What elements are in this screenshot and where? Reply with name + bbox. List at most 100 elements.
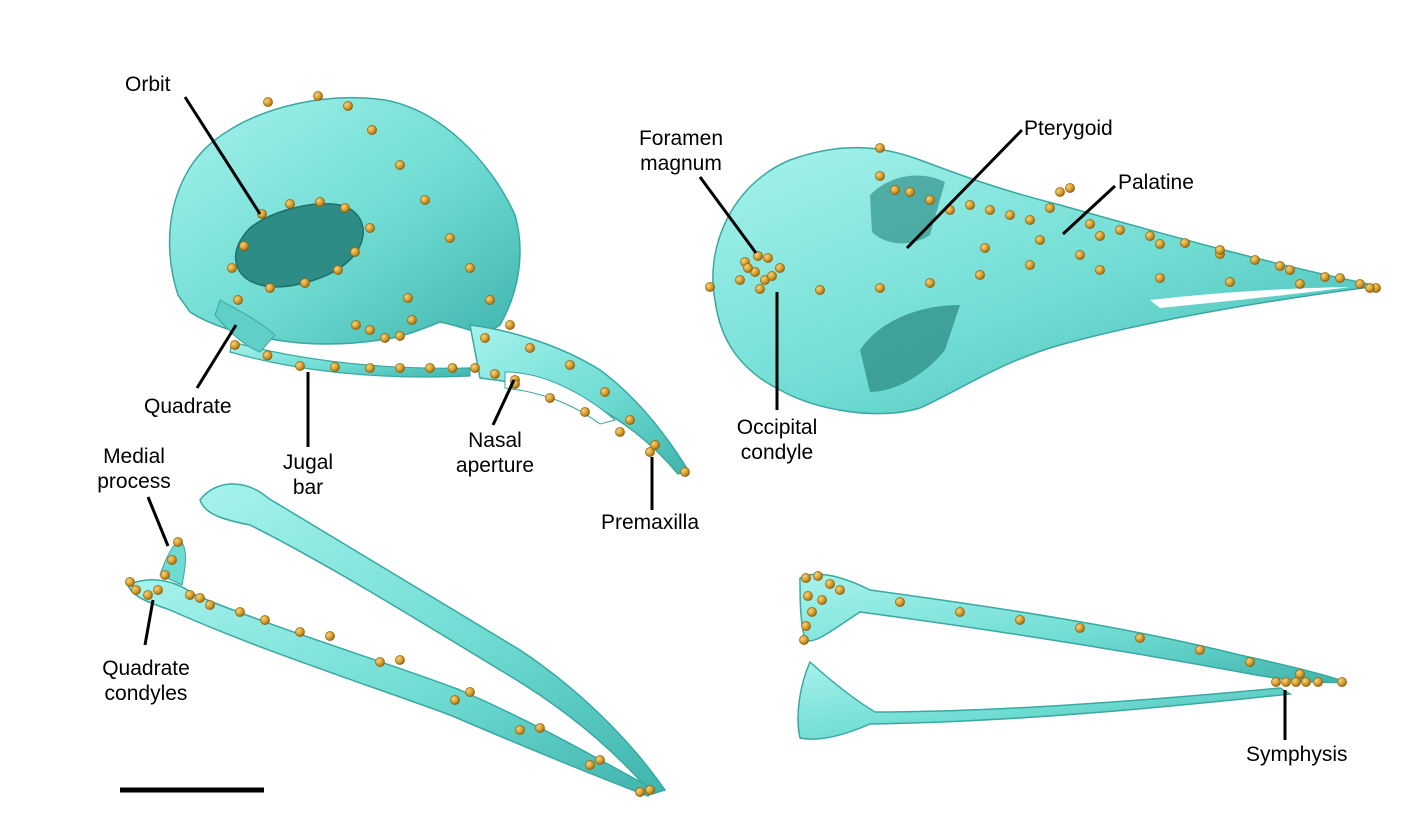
ventral-lower-landmark-3 (1225, 277, 1235, 287)
ventral-midline-landmark-1 (705, 282, 715, 292)
mandible-a-proximal-landmark-5 (143, 590, 153, 600)
skull-dorsal-landmark-1 (263, 97, 273, 107)
ventral-palatine-outer-landmark-1 (1085, 219, 1095, 229)
ventral-palatine-outer-landmark-2 (1115, 225, 1125, 235)
mandible-a-proximal-landmark-3 (160, 570, 170, 580)
mandible-a-ventral-landmark-3 (325, 631, 335, 641)
skull-ventral-view (712, 146, 1379, 415)
leader-foramen-magnum (698, 176, 758, 254)
ventral-palatine-upper-landmark-7 (1335, 273, 1345, 283)
label-occipital-condyle-line2: condyle (740, 441, 814, 464)
jugal-landmark-1 (230, 340, 240, 350)
ventral-pterygoid-line-landmark-1 (875, 143, 885, 153)
mandible-b-dorsal-landmark-8 (1245, 657, 1255, 667)
label-orbit: Orbit (125, 73, 171, 96)
label-jugal-bar-line2: bar (292, 476, 324, 499)
orbit-rim-landmark-2 (285, 199, 295, 209)
orbit-rim-landmark-3 (315, 197, 325, 207)
beak-lower-landmark-4 (615, 427, 625, 437)
beak-upper-landmark-2 (525, 343, 535, 353)
beak-lower-landmark-3 (580, 407, 590, 417)
mandible-b-dorsal-landmark-6 (1135, 633, 1145, 643)
mandible-b-dorsal-landmark-7 (1195, 645, 1205, 655)
mandible-b-proximal-landmark-5 (817, 595, 827, 605)
jugal-landmark-9 (470, 363, 480, 373)
jugal-landmark-2 (262, 350, 273, 361)
skull-dorsal-landmark-8 (465, 263, 475, 273)
mandible-a-inner-landmark-3 (375, 657, 385, 667)
mandible-b-dorsal-landmark-10 (1337, 677, 1347, 687)
orbit-rim-landmark-9 (265, 283, 275, 293)
skull-dorsal-landmark-7 (445, 233, 455, 243)
mandible-b-proximal-landmark-6 (807, 607, 817, 617)
jugal-landmark-7 (425, 363, 435, 373)
beak-upper-landmark-4 (600, 387, 610, 397)
mandible-b-dorsal-landmark-1 (835, 585, 845, 595)
label-quadrate-condyles-line2: condyles (104, 682, 188, 705)
mandible-a-inner-landmark-5 (515, 725, 525, 735)
ventral-lower-landmark-4 (1295, 279, 1305, 289)
ventral-midline-landmark-3 (815, 285, 825, 295)
mandible-b-upper-ramus (799, 573, 1346, 684)
skull-dorsal-landmark-2 (313, 91, 323, 101)
ventral-palatine-outer-landmark-4 (1180, 238, 1190, 248)
quadrate-shape (214, 299, 276, 353)
label-medial-process: Medial process (84, 444, 184, 494)
ventral-palatine-upper-landmark-3 (1095, 231, 1105, 241)
label-foramen-magnum: Foramen magnum (626, 126, 736, 176)
label-medial-process-line1: Medial (103, 445, 165, 468)
orbit-rim-landmark-12 (239, 241, 249, 251)
ventral-palatine-outer-landmark-7 (1285, 265, 1295, 275)
label-quadrate-condyles-line1: Quadrate (102, 657, 190, 680)
orbit-rim-landmark-8 (300, 278, 310, 288)
beak-upper-landmark-7 (680, 467, 690, 477)
mandible-a-inner-landmark-7 (635, 787, 645, 797)
foramen-magnum-landmark-6 (763, 253, 773, 263)
mandible-b-dorsal-landmark-9 (1295, 669, 1305, 679)
mandible-b-dorsal-landmark-2 (895, 597, 905, 607)
mandible-b-proximal-landmark-8 (799, 635, 809, 645)
label-jugal-bar: Jugal bar (270, 450, 346, 500)
symphysis-landmark-1 (1271, 677, 1281, 687)
ventral-midline-landmark-8 (1075, 250, 1085, 260)
ventral-lower-landmark-1 (1095, 265, 1105, 275)
mandible-a-proximal-landmark-7 (125, 577, 135, 587)
mandible-a-ventral-landmark-2 (260, 615, 270, 625)
mandible-a-ventral-landmark-8 (645, 785, 655, 795)
palate-lateral-landmark-6 (403, 293, 413, 303)
palate-lateral-landmark-2 (365, 325, 375, 335)
mandible-a-upper-ramus (199, 483, 667, 795)
ventral-palatine-outer-landmark-3 (1145, 231, 1155, 241)
orbit-rim-landmark-5 (365, 223, 375, 233)
ventral-midline-landmark-6 (975, 270, 985, 280)
orbit-rim-landmark-4 (340, 203, 350, 213)
skull-lateral-view (168, 97, 690, 475)
skull-dorsal-landmark-4 (367, 125, 377, 135)
skull-dorsal-landmark-6 (420, 195, 430, 205)
mandible-b-dorsal-landmark-4 (1015, 615, 1025, 625)
mandible-a-proximal-landmark-1 (173, 537, 183, 547)
mandible-a-inner-landmark-1 (235, 607, 245, 617)
label-palatine: Palatine (1118, 171, 1194, 194)
label-foramen-magnum-line1: Foramen (638, 127, 724, 150)
leader-nasal-aperture (491, 379, 516, 426)
mandible-a-proximal-landmark-2 (167, 555, 177, 565)
landmark-points (125, 91, 1381, 797)
ventral-pterygoid-landmark-6 (965, 200, 975, 210)
mandible-b-proximal-landmark-2 (813, 571, 823, 581)
ventral-pterygoid-landmark-9 (1025, 215, 1035, 225)
foramen-magnum-landmark-8 (743, 263, 753, 273)
beak-lower-landmark-5 (645, 447, 655, 457)
mandible-b-proximal-landmark-1 (801, 573, 811, 583)
ventral-pterygoid-landmark-11 (1055, 187, 1065, 197)
leader-quadrate-condyles (143, 599, 155, 646)
symphysis-landmark-2 (1281, 677, 1291, 687)
label-foramen-magnum-line2: magnum (640, 152, 722, 175)
mandible-b-proximal-landmark-4 (803, 591, 813, 601)
leader-pterygoid (905, 128, 1024, 250)
label-medial-process-line2: process (97, 470, 171, 493)
label-nasal-aperture-line1: Nasal (468, 429, 522, 452)
beak-upper-landmark-3 (565, 360, 575, 370)
